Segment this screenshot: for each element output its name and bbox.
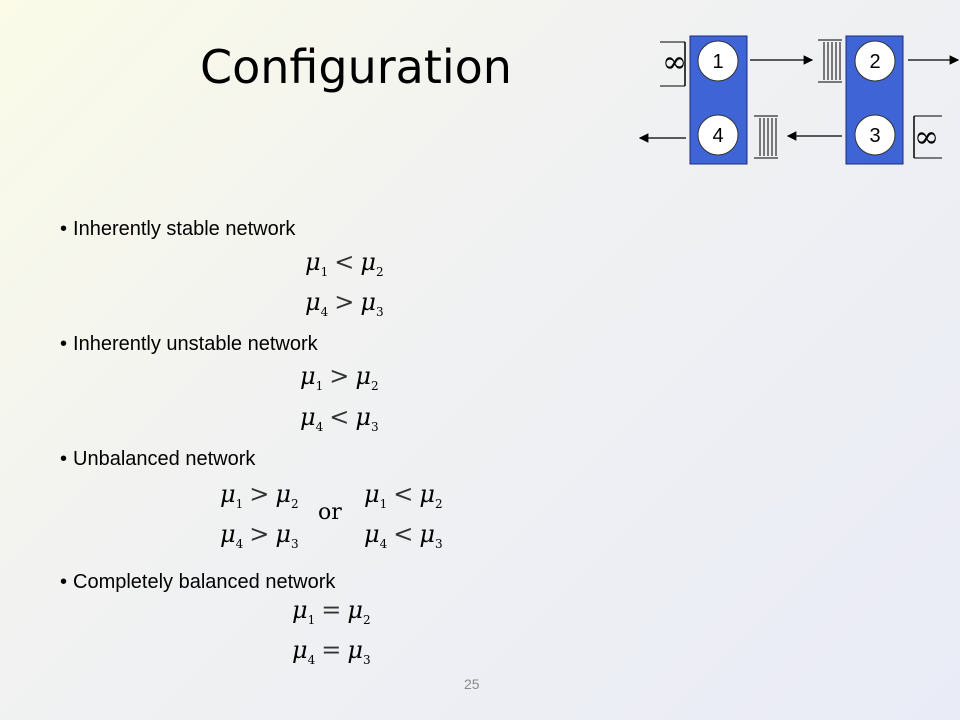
infinity-symbol-1: ∞ [662,45,687,80]
node-4 [697,114,739,156]
formula-lhs-sub: 1 [320,264,329,279]
formula-lhs: μ [364,480,380,508]
formula-lhs: μ [305,248,321,276]
node-4-label: 4 [712,125,723,147]
formula-rhs: μ [347,636,363,664]
bullet-unbalanced: •Unbalanced network [60,448,255,471]
formula-lhs: μ [364,520,380,548]
infinity-source-icon: ∞ [660,41,687,87]
formula-op: > [329,362,350,390]
node-1-label: 1 [712,51,723,73]
queue-buffer-bottom-icon [754,115,778,159]
formula-lhs: μ [305,288,321,316]
formula-rhs-sub: 3 [375,304,384,319]
formula-rhs: μ [275,480,291,508]
bullet-dot: • [60,333,68,355]
formula-stable-2: μ4>μ3 [305,288,384,319]
formula-unbalanced-2: μ4>μ3 [220,520,299,551]
heading-balanced: Completely balanced network [73,571,336,593]
formula-lhs-sub: 4 [320,304,329,319]
node-1 [697,40,739,82]
formula-rhs-sub: 3 [290,536,299,551]
formula-unbalanced-3: μ1<μ2 [364,480,443,511]
formula-rhs-sub: 3 [370,419,379,434]
formula-rhs-sub: 2 [375,264,384,279]
formula-op: = [321,596,342,624]
bullet-dot: • [60,571,68,593]
formula-rhs: μ [419,480,435,508]
slide-title: Configuration [200,40,512,94]
node-2-label: 2 [869,51,880,73]
formula-rhs-sub: 3 [434,536,443,551]
formula-unstable-2: μ4<μ3 [300,403,379,434]
node-2 [854,40,896,82]
formula-rhs: μ [355,362,371,390]
formula-lhs: μ [300,362,316,390]
formula-lhs-sub: 1 [307,612,316,627]
formula-stable-1: μ1<μ2 [305,248,384,279]
bullet-balanced: •Completely balanced network [60,571,335,594]
bullet-dot: • [60,448,68,470]
formula-rhs-sub: 3 [362,652,371,667]
formula-lhs-sub: 4 [235,536,244,551]
formula-lhs-sub: 4 [307,652,316,667]
queue-buffer-top-icon [818,39,842,83]
formula-lhs-sub: 4 [379,536,388,551]
formula-rhs: μ [347,596,363,624]
formula-unbalanced-4: μ4<μ3 [364,520,443,551]
formula-op: > [334,288,355,316]
formula-op: > [249,480,270,508]
bullet-unstable: •Inherently unstable network [60,333,318,356]
formula-lhs: μ [220,480,236,508]
formula-op: > [249,520,270,548]
formula-rhs-sub: 2 [434,496,443,511]
formula-op: = [321,636,342,664]
formula-lhs-sub: 1 [235,496,244,511]
formula-unstable-1: μ1>μ2 [300,362,379,393]
formula-lhs-sub: 1 [379,496,388,511]
formula-balanced-2: μ4=μ3 [292,636,371,667]
formula-rhs-sub: 2 [290,496,299,511]
formula-rhs-sub: 2 [370,378,379,393]
formula-balanced-1: μ1=μ2 [292,596,371,627]
formula-op: < [393,480,414,508]
formula-lhs: μ [292,636,308,664]
node-3-label: 3 [869,125,880,147]
formula-lhs-sub: 4 [315,419,324,434]
infinity-source-icon-2: ∞ [913,115,942,159]
heading-unbalanced: Unbalanced network [73,448,256,470]
page-number: 25 [464,676,480,692]
bullet-dot: • [60,218,68,240]
formula-rhs: μ [275,520,291,548]
formula-rhs: μ [360,288,376,316]
formula-rhs: μ [355,403,371,431]
formula-op: < [329,403,350,431]
node-3 [854,114,896,156]
formula-lhs: μ [220,520,236,548]
formula-op: < [393,520,414,548]
formula-unbalanced-1: μ1>μ2 [220,480,299,511]
heading-unstable: Inherently unstable network [73,333,318,355]
or-connector: or [318,500,342,525]
network-diagram: ∞ 1 4 2 3 ∞ [638,35,960,165]
formula-lhs-sub: 1 [315,378,324,393]
infinity-symbol-2: ∞ [914,120,939,155]
heading-stable: Inherently stable network [73,218,296,240]
formula-rhs: μ [419,520,435,548]
formula-lhs: μ [300,403,316,431]
formula-op: < [334,248,355,276]
formula-rhs: μ [360,248,376,276]
formula-lhs: μ [292,596,308,624]
formula-rhs-sub: 2 [362,612,371,627]
bullet-stable: •Inherently stable network [60,218,295,241]
